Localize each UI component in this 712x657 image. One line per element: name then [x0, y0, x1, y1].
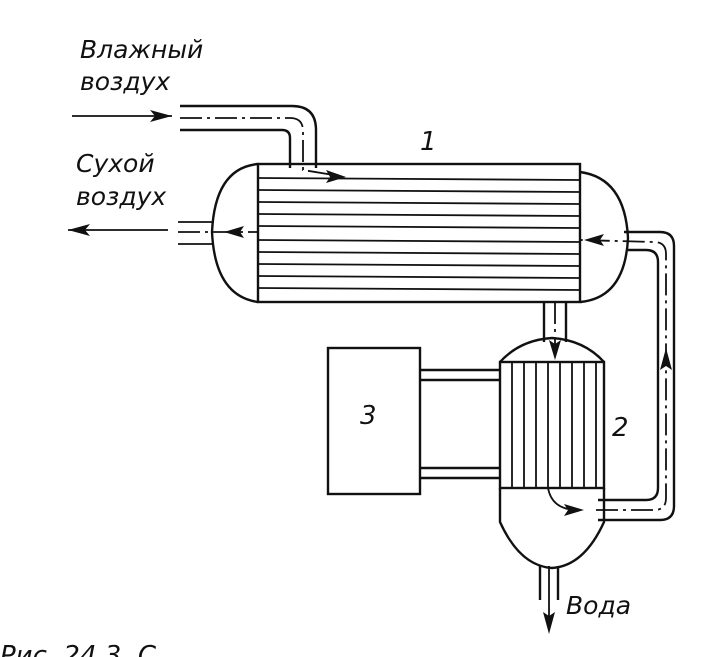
inlet-pipe: [180, 104, 346, 183]
heat-exchanger-number: 1: [420, 127, 437, 157]
humid-air-inlet-arrow: [72, 110, 172, 122]
cooler-2: [498, 336, 606, 570]
figure-caption: Рис. 24.3. С: [0, 641, 157, 657]
dry-air-label-line1: Сухой: [76, 149, 155, 178]
cooler-number: 2: [612, 413, 629, 443]
dry-air-outlet: [68, 221, 258, 245]
connecting-pipe: [542, 302, 568, 360]
humid-air-label-line2: воздух: [80, 67, 170, 96]
water-outlet: [538, 566, 560, 634]
return-pipe: [579, 230, 676, 522]
dry-air-label-line2: воздух: [76, 182, 166, 211]
heat-exchanger-1: [210, 162, 630, 304]
refrigerator-3: [326, 346, 500, 496]
refrigerator-number: 3: [360, 401, 377, 431]
water-label: Вода: [566, 591, 631, 620]
humid-air-label-line1: Влажный: [80, 35, 203, 64]
